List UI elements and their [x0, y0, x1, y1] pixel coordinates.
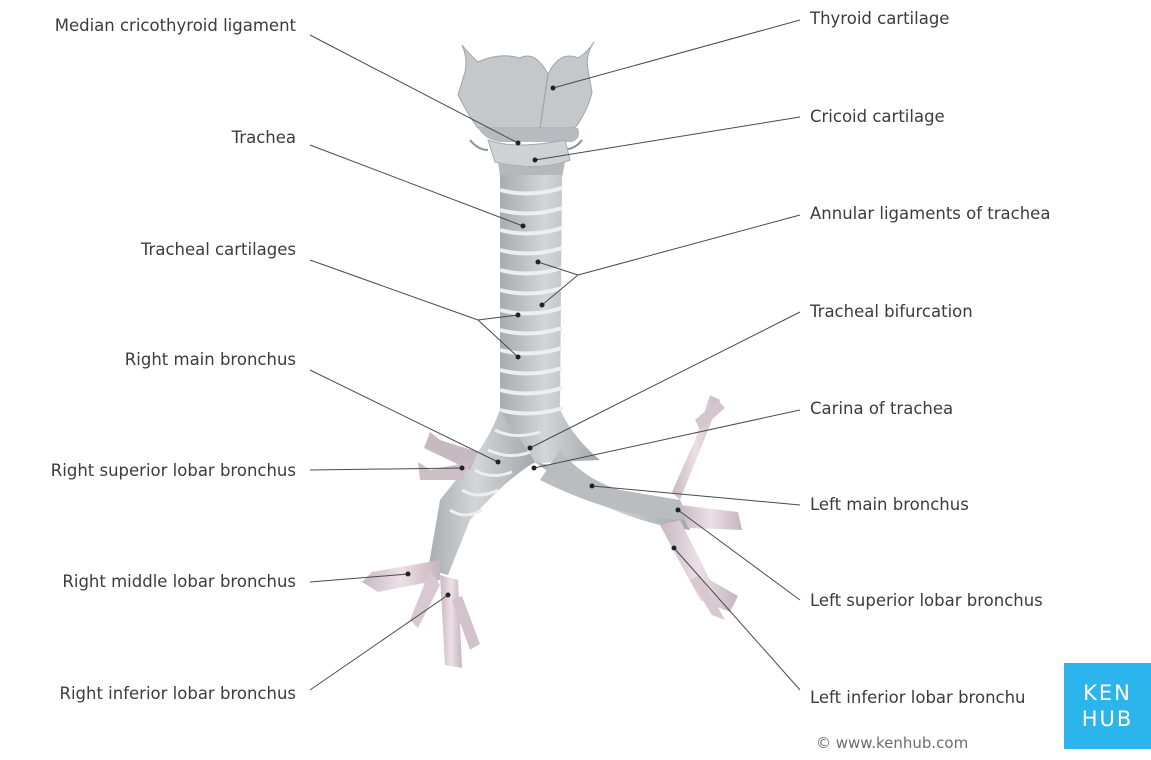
leader-left-inferior-lobar	[674, 548, 800, 690]
label-carina: Carina of trachea	[810, 399, 953, 419]
label-trachea: Trachea	[232, 128, 296, 148]
cricoid-cartilage-shape	[488, 140, 570, 181]
leader-trachea	[310, 145, 523, 226]
label-annular-ligaments: Annular ligaments of trachea	[810, 204, 1050, 224]
leader-thyroid-cartilage	[553, 20, 800, 88]
label-right-main-bronchus: Right main bronchus	[125, 350, 296, 370]
trachea-shape	[500, 175, 600, 465]
label-right-superior-lobar-bronchus: Right superior lobar bronchus	[51, 461, 296, 481]
label-right-middle-lobar-bronchus: Right middle lobar bronchus	[62, 572, 296, 592]
label-left-main-bronchus: Left main bronchus	[810, 495, 969, 515]
leader-right-inferior-lobar	[310, 595, 448, 690]
leader-tracheal-bifurcation	[530, 312, 800, 448]
leader-tracheal-cartilages-1	[310, 260, 478, 320]
label-median-cricothyroid-ligament: Median cricothyroid ligament	[55, 16, 296, 36]
label-tracheal-cartilages: Tracheal cartilages	[141, 240, 296, 260]
thyroid-cartilage-shape	[458, 42, 594, 150]
leader-right-main-bronchus	[310, 370, 498, 462]
label-cricoid-cartilage: Cricoid cartilage	[810, 107, 945, 127]
logo-line-1: KEN	[1083, 680, 1132, 706]
label-tracheal-bifurcation: Tracheal bifurcation	[810, 302, 973, 322]
leader-annular-1	[578, 215, 800, 275]
kenhub-logo[interactable]: KEN HUB	[1064, 663, 1151, 749]
logo-line-2: HUB	[1082, 706, 1134, 732]
label-thyroid-cartilage: Thyroid cartilage	[810, 9, 949, 29]
right-bronchial-tree-shape	[362, 410, 540, 668]
label-left-inferior-lobar-bronchus: Left inferior lobar bronchu	[810, 688, 1060, 708]
label-left-superior-lobar-bronchus: Left superior lobar bronchus	[810, 591, 1043, 611]
label-right-inferior-lobar-bronchus: Right inferior lobar bronchus	[59, 684, 296, 704]
copyright-text: © www.kenhub.com	[816, 734, 968, 752]
